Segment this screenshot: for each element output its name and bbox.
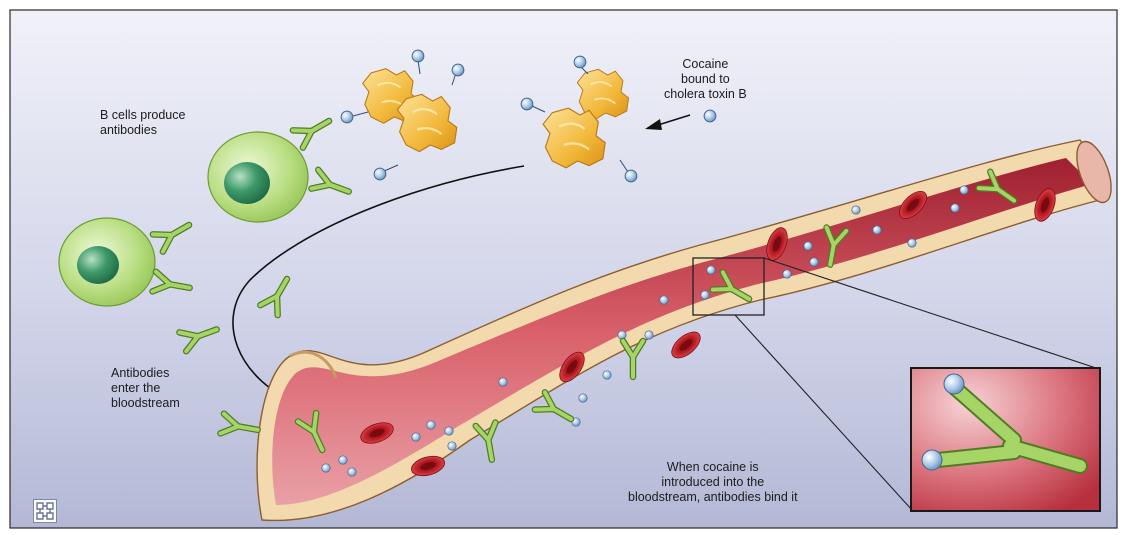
cocaine-molecule-icon — [579, 394, 587, 402]
cocaine-molecule-icon — [625, 170, 637, 182]
cocaine-molecule-icon — [348, 468, 356, 476]
cocaine-molecule-icon — [852, 206, 860, 214]
b-cell-icon — [59, 218, 155, 306]
cocaine-molecule-icon — [412, 433, 420, 441]
cocaine-molecule-icon — [660, 296, 668, 304]
zoom-inset — [910, 367, 1101, 512]
cocaine-molecule-icon — [412, 50, 424, 62]
cocaine-molecule-icon — [704, 110, 716, 122]
cocaine-molecule-icon — [339, 456, 347, 464]
cocaine-molecule-icon — [873, 226, 881, 234]
cocaine-molecule-icon — [574, 56, 586, 68]
cocaine-molecule-icon — [944, 374, 964, 394]
cocaine-binding-label: When cocaine is introduced into the bloo… — [628, 460, 798, 505]
cocaine-molecule-icon — [908, 239, 916, 247]
cocaine-molecule-icon — [374, 168, 386, 180]
cocaine-molecule-icon — [445, 427, 453, 435]
cocaine-molecule-icon — [960, 186, 968, 194]
cocaine-molecule-icon — [922, 450, 942, 470]
cocaine-molecule-icon — [804, 242, 812, 250]
cocaine-molecule-icon — [701, 291, 709, 299]
cocaine-molecule-icon — [603, 371, 611, 379]
cocaine-molecule-icon — [499, 378, 507, 386]
cocaine-molecule-icon — [341, 111, 353, 123]
b-cell-icon — [208, 132, 308, 222]
cocaine-molecule-icon — [521, 98, 533, 110]
cocaine-molecule-icon — [783, 270, 791, 278]
cocaine-molecule-icon — [645, 331, 653, 339]
cocaine-molecule-icon — [427, 421, 435, 429]
cocaine-molecule-icon — [951, 204, 959, 212]
cocaine-bound-label: Cocaine bound to cholera toxin B — [664, 57, 747, 102]
cocaine-molecule-icon — [452, 64, 464, 76]
cocaine-molecule-icon — [322, 464, 330, 472]
b-cells-label: B cells produce antibodies — [100, 108, 185, 138]
publisher-logo-icon — [33, 499, 57, 523]
cocaine-molecule-icon — [707, 266, 715, 274]
cocaine-molecule-icon — [448, 442, 456, 450]
cocaine-molecule-icon — [810, 258, 818, 266]
antibodies-enter-label: Antibodies enter the bloodstream — [111, 366, 180, 411]
